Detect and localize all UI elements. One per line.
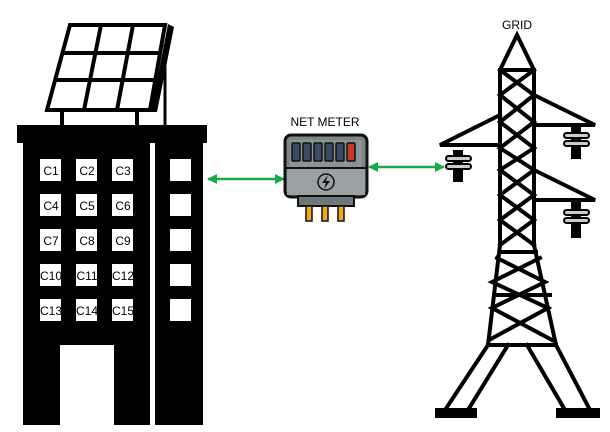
window: [170, 159, 191, 181]
cell-label: C5: [79, 199, 95, 213]
building-roof: [17, 125, 207, 143]
cell-window: C11: [76, 264, 98, 286]
cell-window: C1: [40, 159, 61, 181]
window: [170, 299, 191, 321]
window-column: [170, 159, 191, 321]
cell-label: C3: [115, 164, 131, 178]
cell-label: C8: [79, 234, 95, 248]
cell-window: C4: [40, 194, 61, 216]
cell-window: C15: [112, 299, 134, 321]
solar-panel-icon: [44, 23, 174, 125]
window: [112, 194, 133, 216]
window: [112, 299, 133, 321]
insulator-left-icon: [445, 150, 472, 182]
cell-window: C3: [112, 159, 133, 181]
window: [76, 299, 97, 321]
insulator-right-lower-icon: [563, 202, 590, 238]
grid-label: GRID: [502, 18, 532, 32]
insulator-right-upper-icon: [563, 127, 590, 159]
cell-label: C10: [40, 269, 62, 283]
cell-window: C10: [40, 264, 62, 286]
window: [76, 229, 97, 251]
cell-label: C2: [79, 164, 95, 178]
net-meter-label: NET METER: [290, 115, 359, 129]
cell-window: C9: [112, 229, 133, 251]
window: [40, 264, 61, 286]
cell-label: C15: [112, 304, 134, 318]
cell-label: C7: [43, 234, 59, 248]
building-door: [60, 345, 114, 427]
window: [40, 159, 61, 181]
cell-label: C13: [40, 304, 62, 318]
cell-window: C14: [76, 299, 98, 321]
window: [40, 229, 61, 251]
window: [112, 229, 133, 251]
cell-label: C11: [76, 269, 97, 283]
cell-label: C1: [43, 164, 59, 178]
transmission-tower-icon: [435, 30, 600, 418]
window: [76, 159, 97, 181]
cell-label: C6: [115, 199, 131, 213]
cell-window: C13: [40, 299, 62, 321]
cell-label: C9: [115, 234, 131, 248]
net-meter-icon: [283, 133, 369, 222]
window: [170, 264, 191, 286]
cell-window: C2: [76, 159, 97, 181]
cell-window: C5: [76, 194, 97, 216]
window: [170, 194, 191, 216]
cell-label: C14: [76, 304, 98, 318]
cell-window: C7: [40, 229, 61, 251]
cell-window: C8: [76, 229, 97, 251]
window: [170, 229, 191, 251]
window: [112, 159, 133, 181]
window: [76, 264, 97, 286]
cell-label: C12: [112, 269, 134, 283]
cell-label: C4: [43, 199, 59, 213]
window: [40, 299, 61, 321]
window: [40, 194, 61, 216]
window: [76, 194, 97, 216]
lightning-icon: [317, 173, 335, 191]
window: [112, 264, 133, 286]
cell-window: C12: [112, 264, 134, 286]
cell-window: C6: [112, 194, 133, 216]
